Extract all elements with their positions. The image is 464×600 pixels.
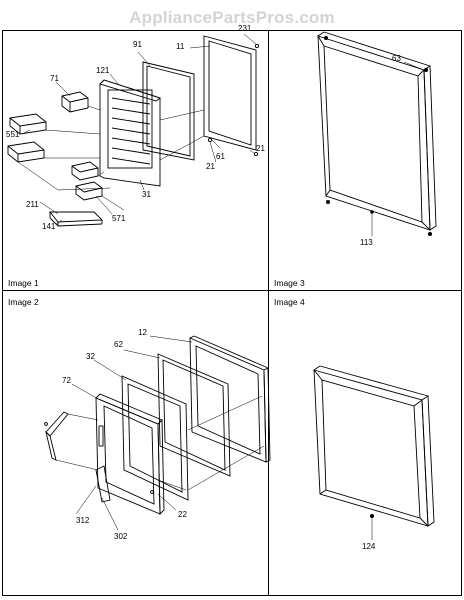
screw-part [253, 151, 259, 157]
frame-part-113 [317, 31, 437, 231]
horizontal-divider [2, 290, 462, 291]
callout-label: 61 [216, 152, 225, 161]
callout-label: 91 [133, 40, 142, 49]
screw-part [370, 514, 374, 518]
door-part [95, 393, 165, 516]
bottom-rail-part [49, 211, 104, 227]
screw-part [254, 43, 260, 49]
callout-label: 141 [42, 222, 56, 231]
watermark: AppliancePartsPros.com [129, 8, 335, 27]
rear-frame-part [189, 335, 271, 463]
liner-panel-part [142, 61, 195, 161]
callout-label: 72 [62, 376, 71, 385]
dairy-bin-part [61, 91, 89, 113]
callout-label: 21 [206, 162, 215, 171]
screw-part [207, 137, 213, 143]
callout-label: 62 [114, 340, 123, 349]
callout-label: 211 [26, 200, 39, 209]
inner-door-part [99, 79, 161, 187]
callout-label: 124 [362, 542, 376, 551]
callout-label: 551 [6, 130, 20, 139]
frame-part-124 [313, 365, 435, 527]
callout-label: 22 [178, 510, 187, 519]
panel-label-image1: Image 1 [8, 278, 39, 288]
callout-label: 121 [96, 66, 110, 75]
vertical-divider [268, 30, 269, 596]
panel-label-image2: Image 2 [8, 297, 39, 307]
trim-part [95, 465, 111, 503]
gasket-part [157, 353, 231, 477]
callout-label: 71 [50, 74, 59, 83]
callout-label: 11 [176, 42, 185, 51]
gasket-frame-part [203, 35, 257, 151]
callout-label: 21 [256, 144, 265, 153]
panel-label-image3: Image 3 [274, 278, 305, 288]
callout-label: 31 [142, 190, 151, 199]
callout-label: 571 [112, 214, 126, 223]
panel-label-image4: Image 4 [274, 297, 305, 307]
callout-label: 113 [360, 238, 373, 247]
diagram-frame [2, 30, 462, 596]
callout-label: 32 [86, 352, 95, 361]
liner-part [121, 375, 189, 501]
callout-label: 302 [114, 532, 128, 541]
callout-label: 231 [238, 24, 252, 33]
callout-label: 312 [76, 516, 90, 525]
callout-label: 63 [392, 54, 401, 63]
callout-label: 12 [138, 328, 147, 337]
